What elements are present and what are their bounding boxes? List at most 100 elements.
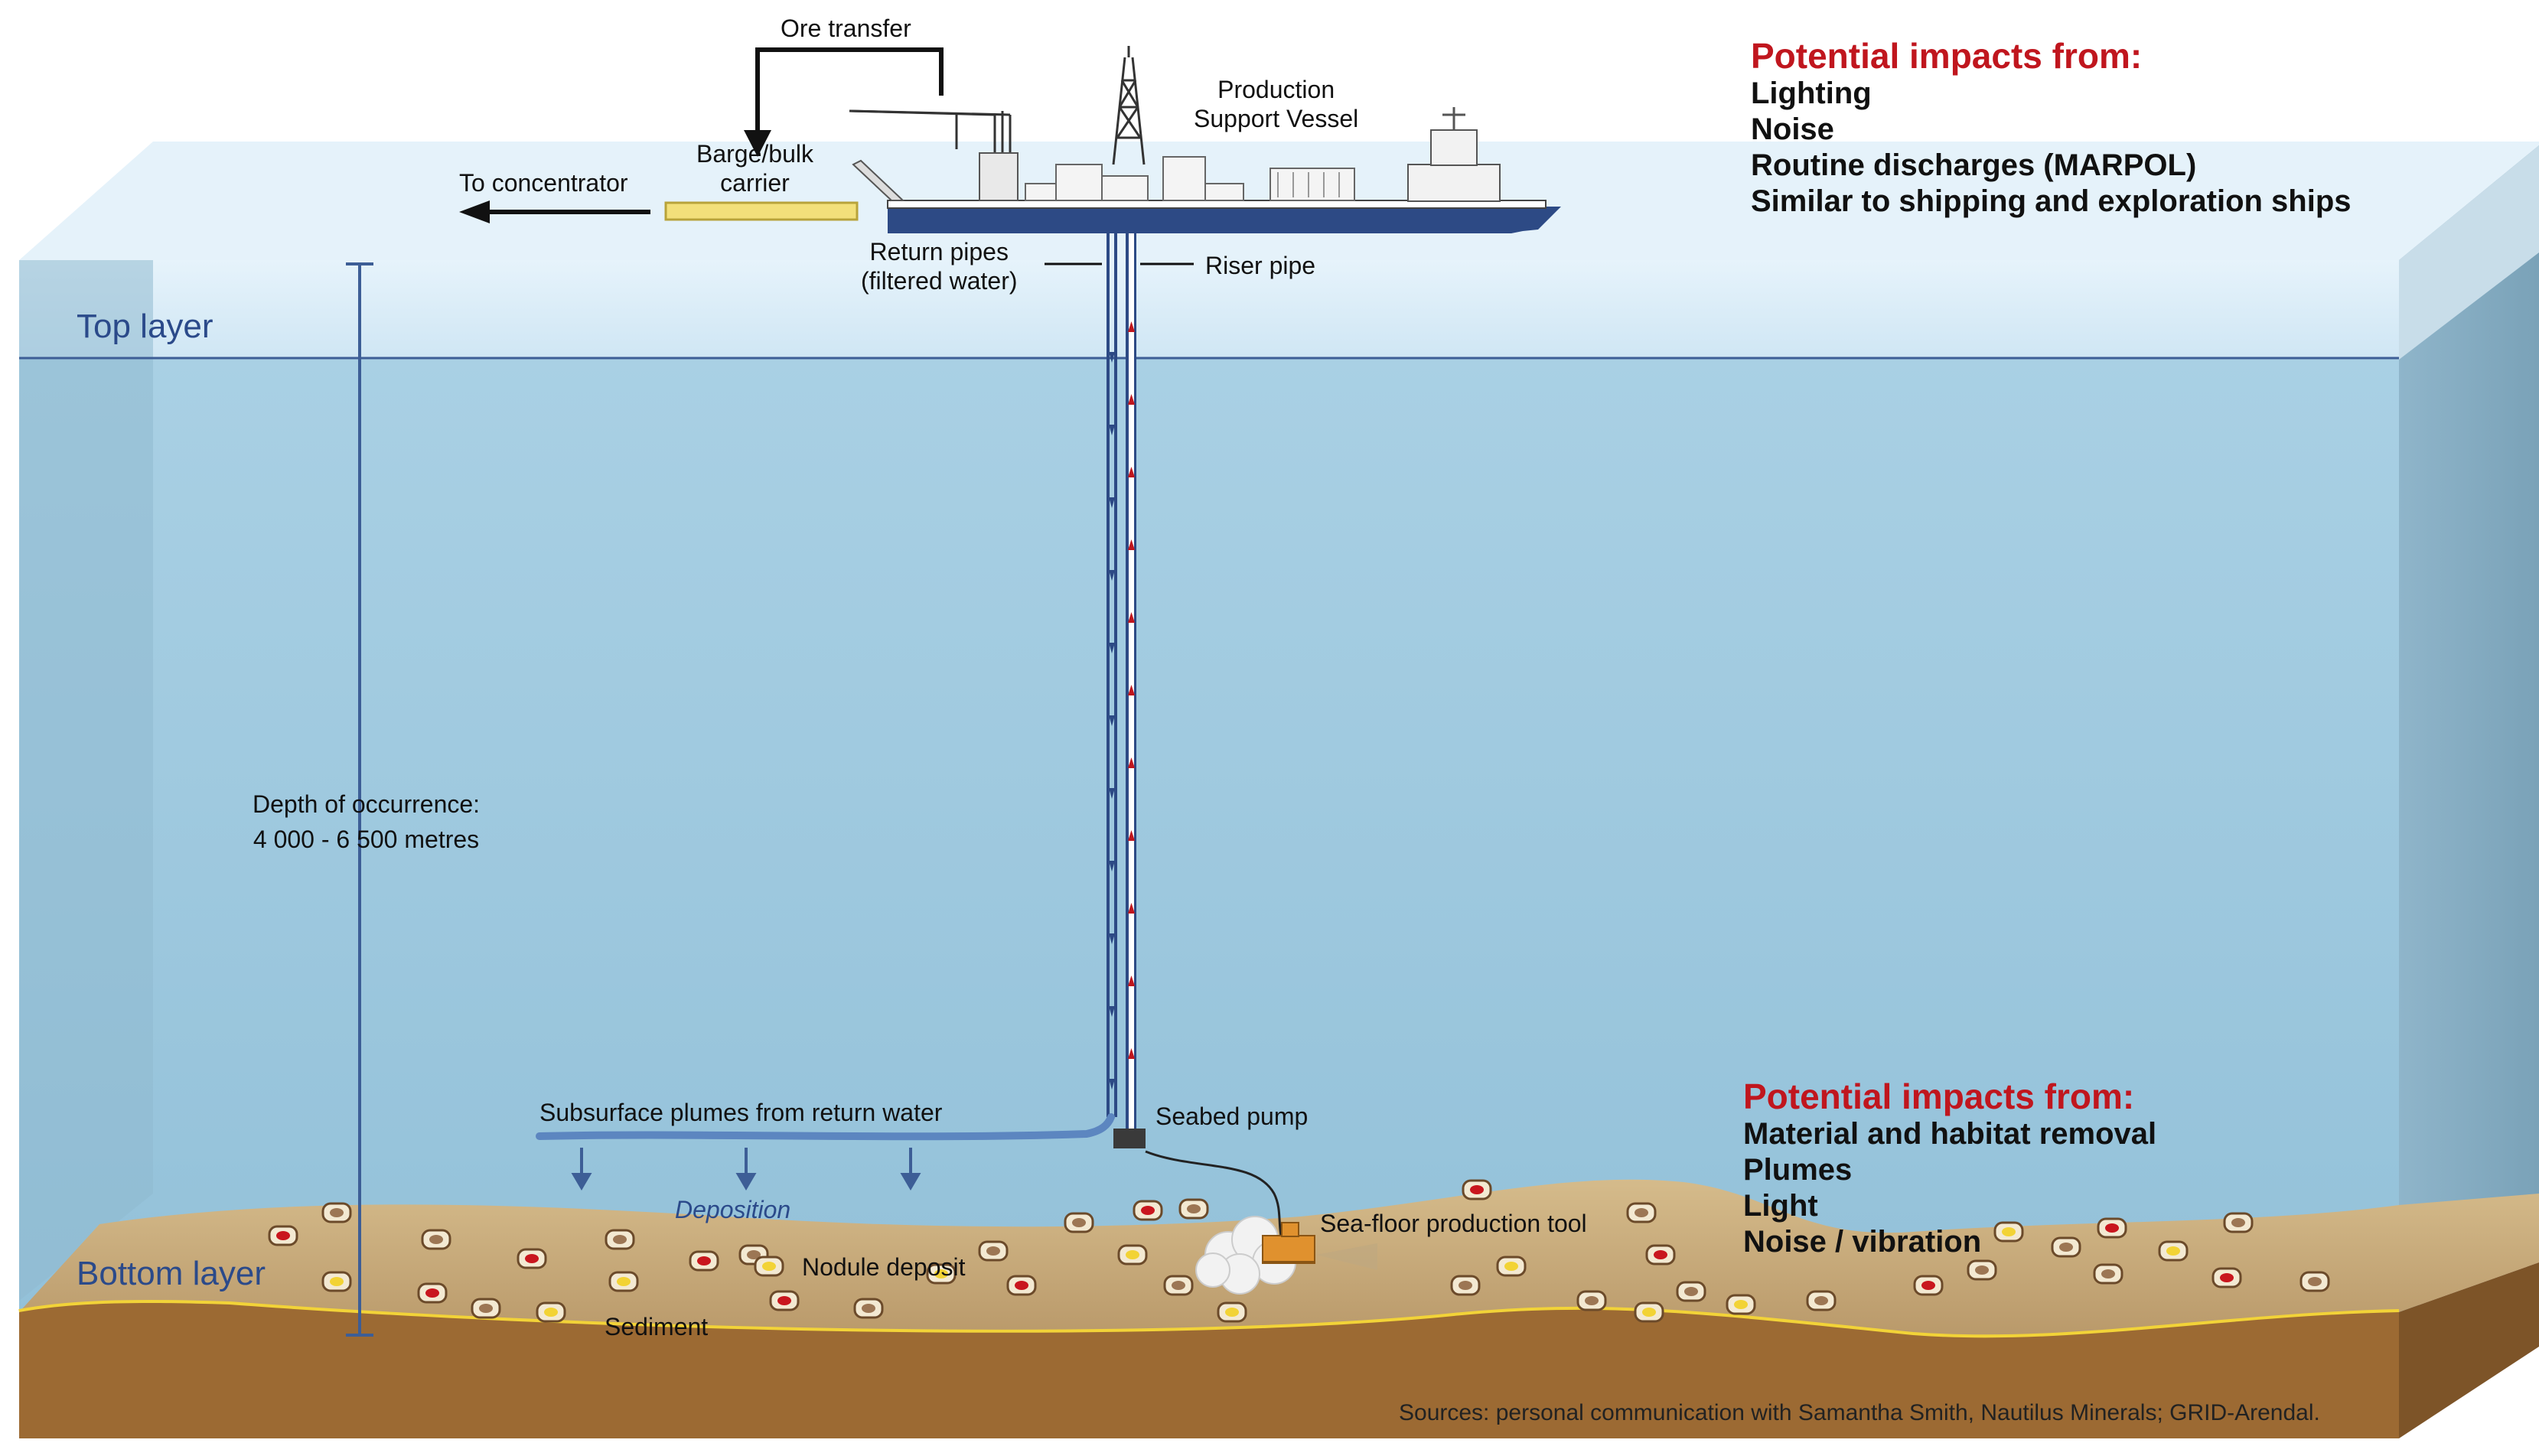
bottom-impact-item: Plumes bbox=[1743, 1152, 1853, 1187]
nodule-core bbox=[934, 1269, 948, 1278]
bottom-layer-label: Bottom layer bbox=[77, 1255, 266, 1292]
bedrock-front bbox=[19, 1303, 2399, 1438]
bottom-impact-item: Material and habitat removal bbox=[1743, 1116, 2157, 1151]
nodule-core bbox=[1172, 1281, 1185, 1290]
nodule-core bbox=[2002, 1227, 2016, 1236]
deposition-arrows bbox=[571, 1148, 921, 1191]
surface-impacts: Potential impacts from: Lighting Noise R… bbox=[1751, 37, 2352, 220]
seabed-pump-label: Seabed pump bbox=[1155, 1103, 1309, 1130]
nodule-core bbox=[777, 1296, 791, 1305]
depth-indicator bbox=[346, 262, 373, 1337]
nodule-core bbox=[697, 1256, 711, 1265]
nodule-core bbox=[747, 1250, 761, 1259]
top-layer-band bbox=[19, 260, 2399, 360]
nodule-core bbox=[330, 1208, 344, 1217]
barge bbox=[664, 201, 859, 221]
nodule-core bbox=[1684, 1287, 1698, 1296]
nodule-core bbox=[1635, 1208, 1648, 1217]
nodule-core bbox=[1504, 1262, 1518, 1271]
sediment-label: Sediment bbox=[605, 1313, 709, 1340]
riser-flow-arrow bbox=[1128, 685, 1135, 695]
water-column bbox=[19, 358, 2399, 1322]
nodule-core bbox=[1642, 1308, 1656, 1317]
riser-flow-arrow bbox=[1128, 830, 1135, 841]
riser-flow-arrow bbox=[1128, 612, 1135, 623]
depth-label: Depth of occurrence: 4 000 - 6 500 metre… bbox=[253, 790, 481, 854]
nodule-core bbox=[986, 1246, 1000, 1256]
nodule-core bbox=[1072, 1218, 1086, 1227]
nodule-core bbox=[1470, 1185, 1484, 1194]
production-vessel-label: Production Support Vessel bbox=[1194, 76, 1359, 133]
nodule-core bbox=[2220, 1273, 2234, 1282]
surface-impact-item: Lighting bbox=[1751, 76, 1872, 110]
ore-transfer-arrowhead bbox=[744, 130, 771, 157]
nodule-core bbox=[1734, 1300, 1748, 1309]
riser-flow-arrow bbox=[1128, 903, 1135, 914]
return-flow-arrow bbox=[1109, 352, 1115, 363]
return-flow-arrow bbox=[1109, 715, 1115, 726]
ore-transfer-arrow bbox=[755, 47, 944, 138]
bottom-impacts-heading: Potential impacts from: bbox=[1743, 1077, 2135, 1116]
return-flow-arrow bbox=[1109, 643, 1115, 653]
return-pipes-label: Return pipes (filtered water) bbox=[861, 238, 1018, 295]
nodule-core bbox=[2308, 1277, 2322, 1286]
return-flow-arrow bbox=[1109, 1006, 1115, 1017]
nodule-core bbox=[544, 1308, 558, 1317]
nodule-core bbox=[330, 1277, 344, 1286]
return-flow-arrow bbox=[1109, 861, 1115, 871]
nodule-core bbox=[1459, 1281, 1472, 1290]
bottom-impact-item: Light bbox=[1743, 1188, 1818, 1223]
return-flow-arrow bbox=[1109, 497, 1115, 508]
nodule-core bbox=[1975, 1265, 1989, 1275]
bedrock-side bbox=[2399, 1262, 2539, 1438]
riser-pipe bbox=[1126, 233, 1136, 1129]
surface-impact-item: Similar to shipping and exploration ship… bbox=[1751, 184, 2352, 219]
nodule-core bbox=[479, 1304, 493, 1313]
seafloor-production-tool bbox=[1262, 1222, 1315, 1264]
bottom-impact-item: Noise / vibration bbox=[1743, 1225, 1982, 1259]
nodule-core bbox=[1585, 1296, 1599, 1305]
nodule-core bbox=[525, 1254, 539, 1263]
seabed-pump bbox=[1113, 1129, 1146, 1148]
right-side-top bbox=[2399, 145, 2539, 360]
nodule-core bbox=[2105, 1223, 2119, 1233]
nodule-core bbox=[1126, 1250, 1139, 1259]
return-flow-arrow bbox=[1109, 788, 1115, 799]
nodule-core bbox=[425, 1288, 439, 1298]
return-flow-arrow bbox=[1109, 933, 1115, 944]
production-support-vessel bbox=[849, 46, 1561, 233]
sources-credit: Sources: personal communication with Sam… bbox=[1399, 1400, 2320, 1425]
ore-transfer-label: Ore transfer bbox=[781, 15, 911, 42]
riser-flow-arrow bbox=[1128, 321, 1135, 332]
nodule-core bbox=[1654, 1250, 1667, 1259]
nodule-core bbox=[613, 1235, 627, 1244]
riser-flow-arrow bbox=[1128, 467, 1135, 477]
left-inner-wall bbox=[19, 260, 153, 1301]
return-flow-arrow bbox=[1109, 425, 1115, 435]
flow-arrows bbox=[1109, 321, 1135, 1090]
riser-flow-arrow bbox=[1128, 757, 1135, 768]
nodule-core bbox=[1187, 1204, 1201, 1213]
nodule-core bbox=[276, 1231, 290, 1240]
nodule-core bbox=[762, 1262, 776, 1271]
deposition-label: Deposition bbox=[675, 1196, 791, 1223]
nodule-core bbox=[429, 1235, 443, 1244]
to-concentrator-arrow bbox=[459, 200, 650, 223]
riser-flow-arrow bbox=[1128, 1048, 1135, 1059]
seafloor-tool-label: Sea-floor production tool bbox=[1320, 1210, 1587, 1237]
bottom-impacts: Potential impacts from: Material and hab… bbox=[1743, 1077, 2156, 1260]
right-side-face bbox=[2399, 145, 2539, 1324]
riser-flow-arrow bbox=[1128, 976, 1135, 986]
nodule-core bbox=[617, 1277, 631, 1286]
tool-hose bbox=[1145, 1150, 1283, 1240]
nodule-core bbox=[1225, 1308, 1239, 1317]
nodule-core bbox=[862, 1304, 875, 1313]
nodule-core bbox=[1814, 1296, 1828, 1305]
riser-pipe-label: Riser pipe bbox=[1205, 252, 1316, 279]
nodule-core bbox=[2231, 1218, 2245, 1227]
tool-wake bbox=[1316, 1243, 1377, 1270]
to-concentrator-label: To concentrator bbox=[459, 169, 628, 197]
barge-label: Barge/bulk carrier bbox=[696, 140, 813, 197]
top-layer-label: Top layer bbox=[77, 308, 213, 345]
surface-impacts-heading: Potential impacts from: bbox=[1751, 36, 2143, 76]
